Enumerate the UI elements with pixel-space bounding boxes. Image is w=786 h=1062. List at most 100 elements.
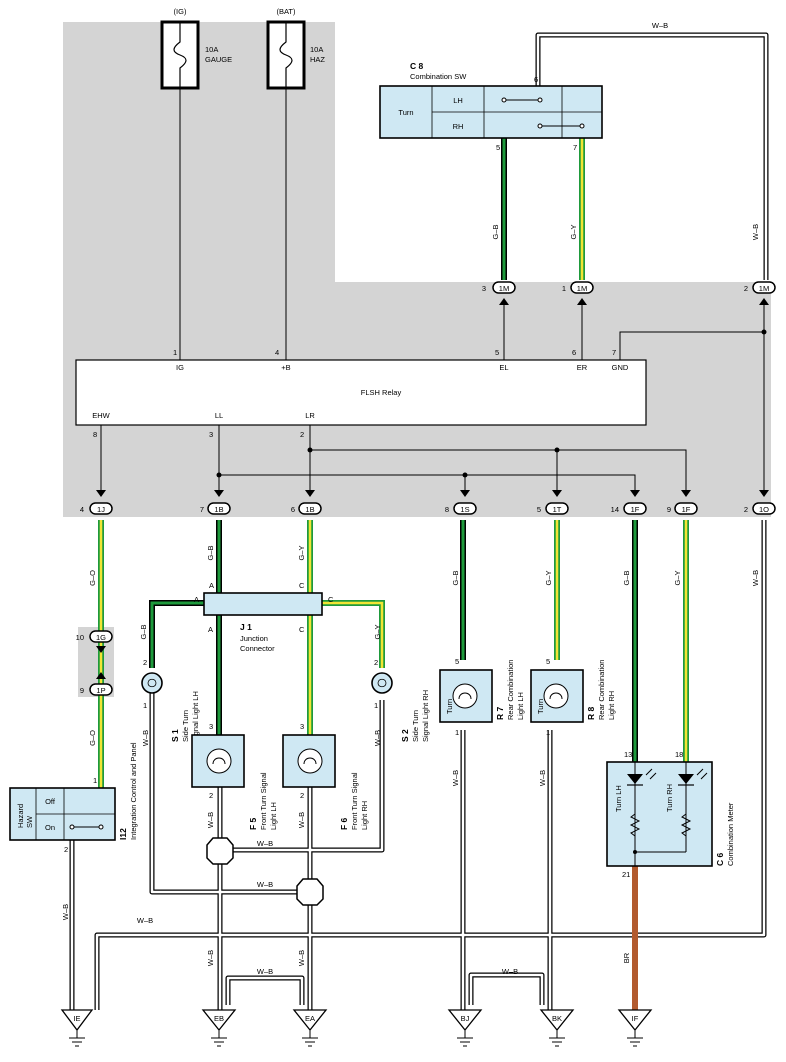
svg-text:S 2: S 2 — [400, 729, 410, 742]
svg-text:Off: Off — [45, 797, 56, 806]
pin-name: EL — [499, 363, 508, 372]
combination-switch-function: Turn — [398, 108, 413, 117]
ground-bj: BJ — [447, 1009, 483, 1047]
wire-label: W–B — [141, 730, 150, 746]
ground-bk: BK — [539, 1009, 575, 1047]
connector-1o: 1O 2 — [744, 490, 776, 515]
svg-text:21: 21 — [622, 870, 630, 879]
fuse-gauge: (IG) 10A GAUGE — [160, 7, 232, 90]
svg-text:A: A — [208, 625, 213, 634]
svg-text:Junction: Junction — [240, 634, 268, 643]
side-turn-lamp-rh: 2 1 S 2 Side Turn Signal Light RH — [371, 658, 430, 742]
svg-text:Signal Light LH: Signal Light LH — [191, 691, 200, 742]
connector-1j: 1J 4 — [80, 490, 113, 515]
hazard-switch: Hazard SW Off On 1 2 I12 Integration Con… — [9, 742, 138, 854]
svg-text:A: A — [194, 595, 199, 604]
connector-1g: 1G 10 — [76, 630, 113, 653]
svg-text:Turn LH: Turn LH — [614, 785, 623, 812]
combination-switch-pos-rh: RH — [453, 122, 464, 131]
svg-text:C 6: C 6 — [715, 853, 725, 867]
wire-label: BR — [622, 952, 631, 963]
wire-label: W–B — [137, 916, 153, 925]
ground-ea: EA — [292, 1009, 328, 1047]
svg-text:7: 7 — [200, 505, 204, 514]
svg-text:9: 9 — [80, 686, 84, 695]
gb-wires — [149, 138, 638, 762]
svg-text:C: C — [328, 595, 334, 604]
svg-text:C: C — [299, 581, 305, 590]
svg-text:1: 1 — [455, 728, 459, 737]
wire-label: W–B — [257, 839, 273, 848]
svg-text:4: 4 — [80, 505, 84, 514]
svg-text:1J: 1J — [97, 505, 105, 514]
svg-text:EB: EB — [214, 1014, 224, 1023]
front-turn-lamp-lh: 3 2 F 5 Front Turn Signal Light LH — [191, 722, 278, 830]
svg-text:EA: EA — [305, 1014, 315, 1023]
svg-text:Rear Combination: Rear Combination — [597, 660, 606, 720]
wire-label: G–Y — [673, 570, 682, 585]
svg-text:14: 14 — [611, 505, 619, 514]
svg-text:SW: SW — [25, 815, 34, 828]
pin-label: 6 — [534, 75, 538, 84]
connectors: 1M 3 1M 1 1M 2 1J 4 1B 7 — [76, 281, 776, 696]
svg-text:2: 2 — [374, 658, 378, 667]
wire-label: W–B — [652, 21, 668, 30]
svg-text:Integration Control and Panel: Integration Control and Panel — [129, 742, 138, 840]
fuse-source: (BAT) — [276, 7, 296, 16]
svg-text:J 1: J 1 — [240, 622, 252, 632]
wire-label: G–O — [88, 730, 97, 746]
connector-1m-3: 1M 3 — [482, 281, 516, 305]
svg-text:13: 13 — [624, 750, 632, 759]
svg-text:3: 3 — [209, 722, 213, 731]
connector-1b-7: 1B 7 — [200, 490, 231, 515]
pin-label: 5 — [496, 143, 500, 152]
fuse-amps: 10A — [205, 45, 218, 54]
wire-label: G–B — [451, 570, 460, 585]
svg-text:Front Turn Signal: Front Turn Signal — [350, 772, 359, 830]
combination-switch: C 8 Combination SW Turn LH RH 6 5 7 — [379, 61, 603, 152]
pin-name: LR — [305, 411, 315, 420]
pin-label: 2 — [300, 430, 304, 439]
svg-text:1M: 1M — [759, 284, 769, 293]
wire-label: W–B — [538, 770, 547, 786]
svg-text:C: C — [299, 625, 305, 634]
svg-text:1: 1 — [374, 701, 378, 710]
svg-text:1M: 1M — [499, 284, 509, 293]
wb-wires — [69, 32, 769, 1010]
svg-text:S 1: S 1 — [170, 729, 180, 742]
pin-name: LL — [215, 411, 223, 420]
pin-label: 7 — [573, 143, 577, 152]
svg-text:1T: 1T — [553, 505, 562, 514]
svg-text:Turn: Turn — [445, 699, 454, 714]
svg-text:3: 3 — [300, 722, 304, 731]
connector-1t: 1T 5 — [537, 490, 569, 515]
svg-text:1: 1 — [562, 284, 566, 293]
wire-label: W–B — [451, 770, 460, 786]
svg-text:6: 6 — [291, 505, 295, 514]
ground-if: IF — [617, 1009, 653, 1047]
svg-text:1P: 1P — [96, 686, 105, 695]
svg-text:Turn: Turn — [536, 699, 545, 714]
flasher-relay: FLSH Relay 1 IG 4 +B 5 EL 6 ER 7 GND EHW… — [75, 348, 647, 439]
pin-label: 6 — [572, 348, 576, 357]
wire-label: W–B — [373, 730, 382, 746]
pin-label: 8 — [93, 430, 97, 439]
svg-text:2: 2 — [744, 284, 748, 293]
wire-label: G–B — [206, 545, 215, 560]
fuse-amps: 10A — [310, 45, 323, 54]
svg-text:8: 8 — [445, 505, 449, 514]
ground-ie: IE — [60, 1009, 94, 1047]
svg-text:1G: 1G — [96, 633, 106, 642]
svg-text:On: On — [45, 823, 55, 832]
svg-text:I12: I12 — [118, 828, 128, 840]
svg-text:5: 5 — [546, 657, 550, 666]
svg-text:2: 2 — [143, 658, 147, 667]
wire-label: W–B — [297, 812, 306, 828]
connector-1s: 1S 8 — [445, 490, 477, 515]
pin-name: GND — [612, 363, 629, 372]
rear-combination-lamp-lh: Turn 5 1 R 7 Rear Combination Light LH — [439, 657, 525, 737]
pin-label: 5 — [495, 348, 499, 357]
front-turn-lamp-rh: 3 2 F 6 Front Turn Signal Light RH — [282, 722, 369, 830]
svg-text:Side Turn: Side Turn — [181, 710, 190, 742]
